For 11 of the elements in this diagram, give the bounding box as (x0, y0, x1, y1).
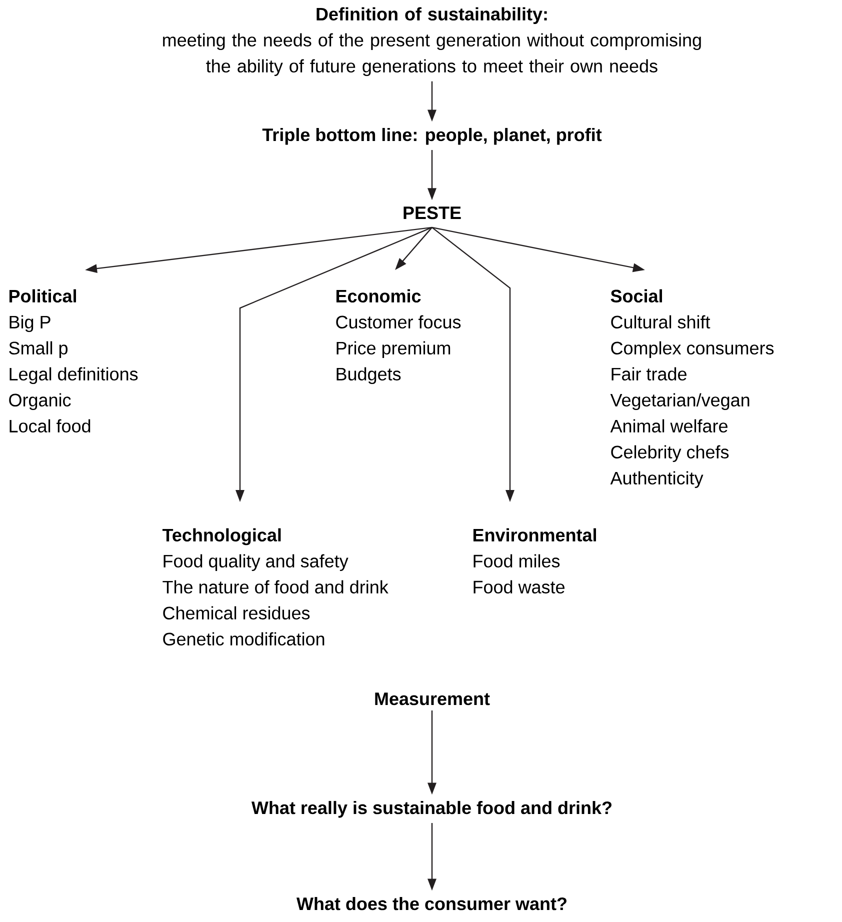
factor-list: Environmental Food miles Food waste (473, 528, 596, 594)
factor-list: Economic Customer focus Price premium Budgets (336, 289, 461, 384)
heading-text: Triple bottom line: people, planet, profit (262, 128, 602, 145)
heading-text: Measurement (375, 692, 490, 706)
heading-text: PESTE (404, 206, 461, 220)
heading-text: What really is sustainable food and drink? (252, 800, 612, 818)
definition-text: Definition of sustainability: meeting the needs of the present generation without compromising the ability of future generations to meet their own needs (163, 7, 701, 76)
factor-list: Social Cultural shift Complex consumers Fair trade Vegetarian/vegan Animal welfare Celebrity chefs Authenticity (610, 289, 774, 488)
factor-list: Political Big P Small p Legal definitions Organic Local food (9, 289, 138, 432)
factor-list: Technological Food quality and safety The nature of food and drink Chemical residues Genetic modification (162, 528, 388, 646)
heading-text: What does the consumer want? (296, 896, 566, 910)
